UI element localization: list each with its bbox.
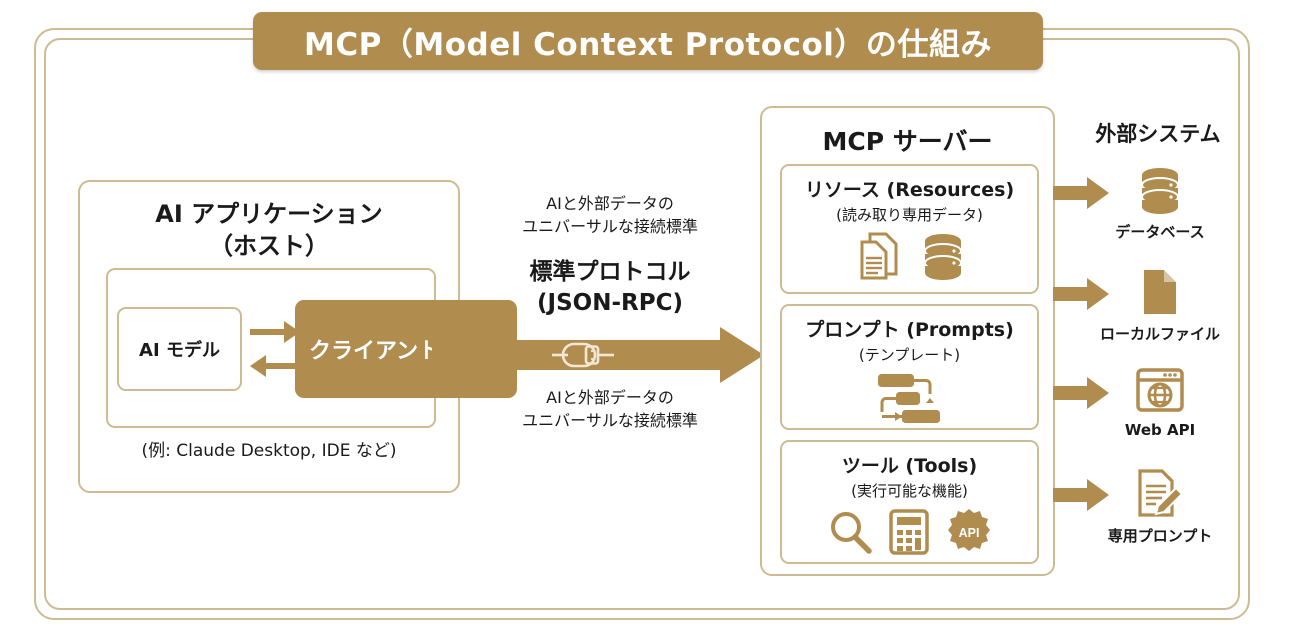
- protocol-label: 標準プロトコル (JSON-RPC): [460, 257, 760, 319]
- magnifier-icon: [827, 509, 873, 559]
- bidirectional-arrows-icon: [248, 315, 302, 377]
- center-caption-bottom-line2: ユニバーサルな接続標準: [522, 411, 698, 431]
- center-caption-top-line1: AIと外部データの: [546, 194, 674, 213]
- external-label-database: データベース: [1115, 223, 1205, 241]
- resources-card-subtitle: (読み取り専用データ): [836, 206, 983, 224]
- server-card-tools: ツール (Tools) (実行可能な機能): [780, 440, 1039, 564]
- external-label-local-file: ローカルファイル: [1099, 325, 1220, 343]
- arrow-to-database: [1053, 176, 1109, 214]
- host-example-note: (例: Claude Desktop, IDE など): [141, 441, 397, 461]
- ai-model-box: AI モデル: [117, 307, 242, 391]
- flowchart-icon: [864, 372, 956, 430]
- external-item-web-api: Web API: [1095, 368, 1225, 439]
- server-card-resources: リソース (Resources) (読み取り専用データ): [780, 164, 1039, 294]
- center-caption-top-line2: ユニバーサルな接続標準: [522, 217, 698, 237]
- plug-connector-icon: [552, 342, 614, 368]
- web-browser-globe-icon: [1136, 368, 1184, 418]
- external-item-dedicated-prompt: 専用プロンプト: [1095, 468, 1225, 546]
- external-label-dedicated-prompt: 専用プロンプト: [1107, 527, 1213, 545]
- host-panel-title: AI アプリケーション （ホスト）: [80, 199, 458, 262]
- mcp-server-panel: MCP サーバー リソース (Resources) (読み取り専用データ): [760, 106, 1055, 576]
- center-caption-bottom: AIと外部データの ユニバーサルな接続標準: [460, 386, 760, 432]
- arrow-to-local-file: [1053, 277, 1109, 315]
- prompts-card-title: プロンプト (Prompts): [805, 319, 1014, 341]
- host-title-line2: （ホスト）: [209, 231, 329, 260]
- tools-card-title: ツール (Tools): [841, 455, 978, 477]
- external-item-database: データベース: [1095, 166, 1225, 242]
- page-title: MCP（Model Context Protocol）の仕組み: [253, 12, 1043, 70]
- host-panel: AI アプリケーション （ホスト） AI モデル クライアント (例: Clau…: [78, 180, 517, 493]
- external-item-local-file: ローカルファイル: [1095, 268, 1225, 344]
- external-label-web-api: Web API: [1124, 421, 1196, 439]
- protocol-arrow: [432, 327, 764, 387]
- svg-text:API: API: [958, 526, 979, 540]
- documents-stack-icon: [856, 232, 902, 284]
- tools-card-subtitle: (実行可能な機能): [851, 482, 968, 500]
- database-icon: [922, 232, 964, 284]
- api-gear-icon: API: [945, 508, 993, 560]
- center-caption-bottom-line1: AIと外部データの: [546, 388, 674, 407]
- mcp-server-title: MCP サーバー: [822, 127, 993, 156]
- external-systems-title: 外部システム: [1095, 122, 1221, 146]
- prompts-card-subtitle: (テンプレート): [858, 346, 961, 364]
- calculator-icon: [888, 509, 929, 559]
- document-pencil-icon: [1136, 469, 1184, 522]
- arrow-to-dedicated-prompt: [1053, 478, 1109, 516]
- protocol-line2: (JSON-RPC): [537, 290, 683, 317]
- host-title-line1: AI アプリケーション: [155, 200, 383, 228]
- arrow-to-web-api: [1053, 376, 1109, 414]
- protocol-line1: 標準プロトコル: [529, 259, 691, 285]
- server-card-prompts: プロンプト (Prompts) (テンプレート): [780, 304, 1039, 430]
- file-icon: [1140, 270, 1180, 320]
- resources-card-title: リソース (Resources): [804, 179, 1015, 201]
- database-icon: [1139, 168, 1181, 218]
- center-caption-top: AIと外部データの ユニバーサルな接続標準: [460, 192, 760, 238]
